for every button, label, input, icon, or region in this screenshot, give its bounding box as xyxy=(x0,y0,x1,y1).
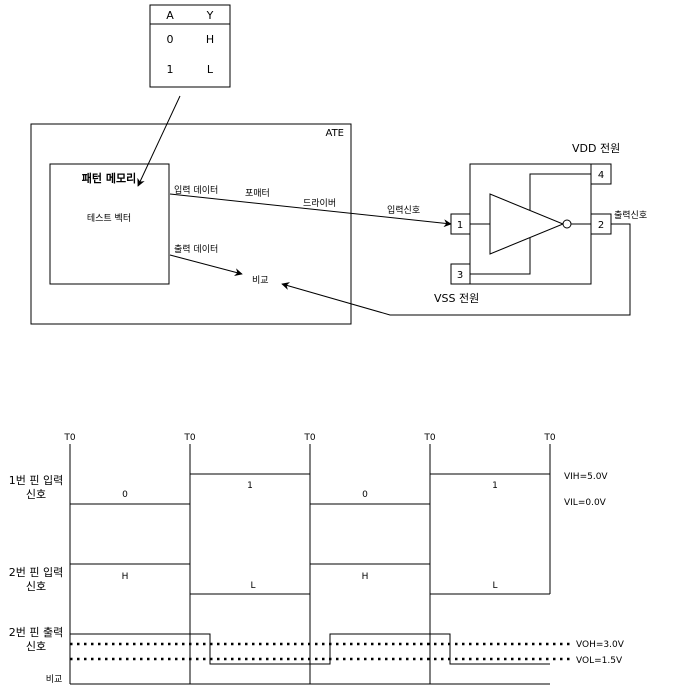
compare-label: 비교 xyxy=(252,275,269,286)
pin-3-number: 3 xyxy=(457,270,463,281)
time-label-t0: T0 xyxy=(543,433,555,443)
dut-chip: 1 2 3 4 xyxy=(450,163,612,285)
vss-wire xyxy=(470,238,531,275)
row1-value: 0 xyxy=(122,490,128,500)
output-data-label: 출력 데이터 xyxy=(174,243,218,255)
row1-value: 1 xyxy=(247,481,253,491)
row3-label: 2번 핀 출력 xyxy=(9,626,63,639)
row2-label: 신호 xyxy=(26,580,46,593)
time-label-t0: T0 xyxy=(63,433,75,443)
row2-value: H xyxy=(122,572,129,582)
timing-diagram: T0 T0 T0 T0 T0 1번 핀 입력 신호 2번 핀 입력 신호 2번 … xyxy=(9,433,625,685)
truth-table-cell: L xyxy=(207,63,214,76)
pin-4-number: 4 xyxy=(598,170,604,181)
row2-value: L xyxy=(250,581,255,591)
time-label-t0: T0 xyxy=(423,433,435,443)
row1-label: 1번 핀 입력 xyxy=(9,474,63,487)
driver-label: 드라이버 xyxy=(303,198,336,209)
row2-label: 2번 핀 입력 xyxy=(9,566,63,579)
table-to-memory-arrow xyxy=(137,95,181,187)
input-signal-label: 입력신호 xyxy=(387,204,420,216)
inverter-bubble-icon xyxy=(562,219,572,229)
vdd-label: VDD 전원 xyxy=(572,142,620,155)
row3-label: 신호 xyxy=(26,640,46,653)
truth-table-header-y: Y xyxy=(206,9,214,22)
truth-table-header-a: A xyxy=(166,9,174,22)
output-signal-label: 출력신호 xyxy=(614,209,647,221)
time-label-t0: T0 xyxy=(303,433,315,443)
pin-2-number: 2 xyxy=(598,220,604,231)
pattern-memory-title: 패턴 메모리 xyxy=(82,171,136,185)
ate-title: ATE xyxy=(326,128,345,139)
vdd-wire xyxy=(529,173,591,210)
truth-table-cell: 0 xyxy=(167,33,174,46)
ate-box: ATE xyxy=(30,123,352,325)
pin-1-number: 1 xyxy=(457,220,463,231)
test-vector-label: 테스트 벡터 xyxy=(87,213,131,224)
output-feedback-arrow xyxy=(281,223,631,316)
output-data-arrow xyxy=(169,254,243,277)
truth-table-cell: H xyxy=(206,33,214,46)
row1-value: 0 xyxy=(362,490,368,500)
truth-table: A Y 0 H 1 L xyxy=(149,4,231,88)
pattern-memory-box: 패턴 메모리 테스트 벡터 xyxy=(49,163,170,285)
row2-value: H xyxy=(362,572,369,582)
formatter-label: 포매터 xyxy=(245,188,270,199)
vol-label: VOL=1.5V xyxy=(576,656,623,666)
row1-label: 신호 xyxy=(26,488,46,501)
input-signal-arrow xyxy=(169,193,452,228)
vih-label: VIH=5.0V xyxy=(564,472,608,482)
time-label-t0: T0 xyxy=(183,433,195,443)
truth-table-cell: 1 xyxy=(167,63,174,76)
vss-label: VSS 전원 xyxy=(434,292,479,305)
vil-label: VIL=0.0V xyxy=(564,498,607,508)
input-data-label: 입력 데이터 xyxy=(174,184,218,196)
row1-value: 1 xyxy=(492,481,498,491)
row4-label: 비교 xyxy=(46,674,63,685)
row2-value: L xyxy=(492,581,497,591)
voh-label: VOH=3.0V xyxy=(576,640,625,650)
